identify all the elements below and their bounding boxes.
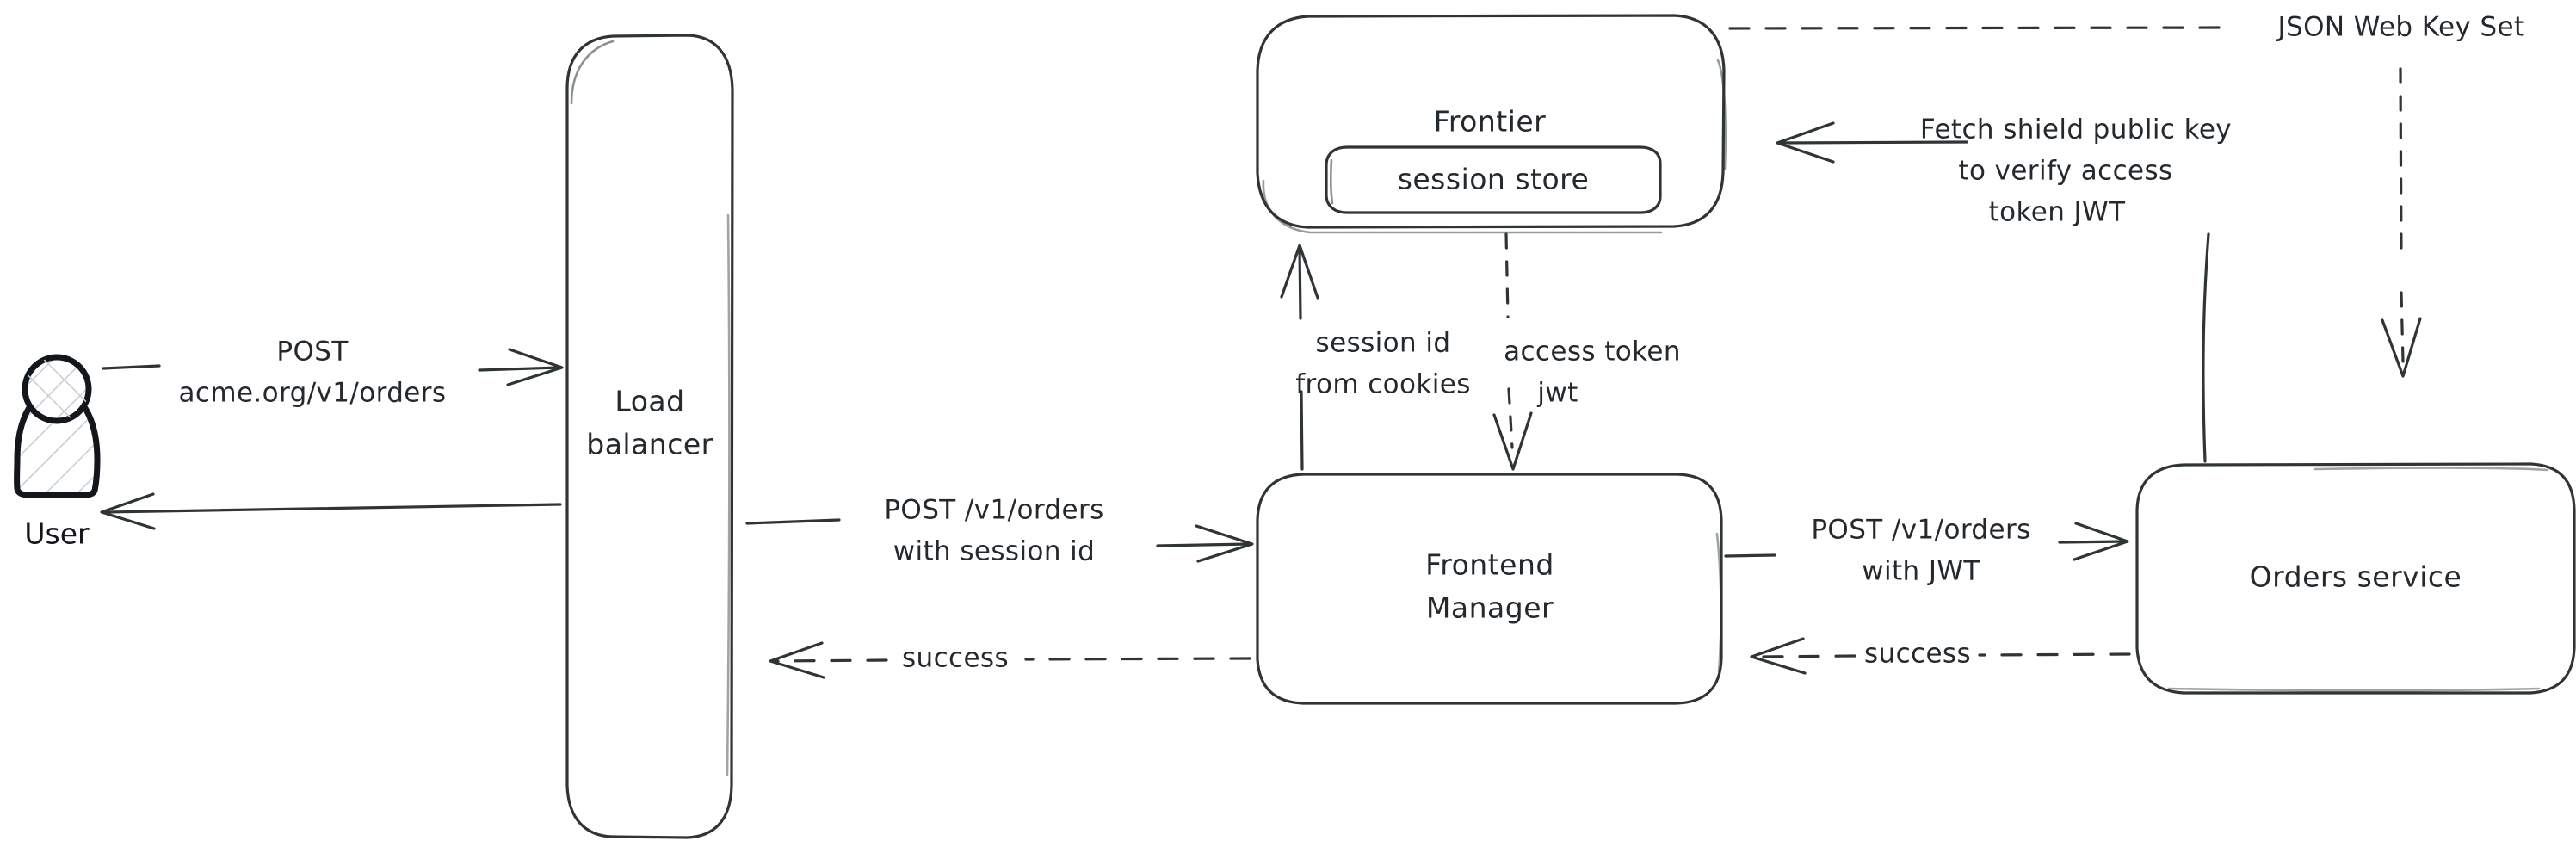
edge-fm-to-orders-label-line1: POST /v1/orders xyxy=(1811,515,2030,546)
edge-frontend-manager-to-orders xyxy=(1724,522,2129,561)
edge-lb-to-fm-label-line1: POST /v1/orders xyxy=(884,495,1103,526)
user-label: User xyxy=(24,517,90,551)
edge-user-to-lb-label-line1: POST xyxy=(276,337,349,368)
edge-frontend-manager-to-lb xyxy=(769,641,1251,679)
user-person-icon xyxy=(14,354,101,498)
frontend-manager-label-line1: Frontend xyxy=(1425,548,1554,582)
edge-user-to-lb-label-line2: acme.org/v1/orders xyxy=(179,378,447,409)
frontend-manager-node[interactable] xyxy=(1256,473,1723,705)
orders-service-node[interactable] xyxy=(2135,462,2576,695)
edge-frontier-to-fm-label-line1: access token xyxy=(1504,337,1681,368)
load-balancer-label-line1: Load xyxy=(615,385,684,418)
edge-orders-to-frontier-label-line3: token JWT xyxy=(1989,197,2127,228)
edge-frontier-to-orders-label: JSON Web Key Set xyxy=(2276,12,2524,43)
edge-orders-to-frontier-label-line2: to verify access xyxy=(1958,156,2172,187)
session-store-node[interactable] xyxy=(1325,145,1662,214)
frontier-label: Frontier xyxy=(1434,105,1547,139)
edge-orders-to-fm-label: success xyxy=(1864,639,1971,670)
edge-fm-to-lb-label: success xyxy=(902,643,1009,674)
edge-lb-to-fm-label-line2: with session id xyxy=(893,536,1096,567)
edge-user-to-load-balancer xyxy=(102,348,564,386)
edge-frontier-to-frontend-manager xyxy=(1492,232,1533,471)
edge-fm-to-orders-label-line2: with JWT xyxy=(1862,556,1980,587)
edge-frontier-to-fm-label-line2: jwt xyxy=(1536,378,1578,409)
load-balancer-label-line2: balancer xyxy=(586,428,713,461)
edge-load-balancer-to-user xyxy=(100,492,562,530)
edge-orders-to-frontier-label-line1: Fetch shield public key xyxy=(1920,114,2232,145)
load-balancer-node[interactable] xyxy=(565,34,734,839)
edge-orders-to-frontier xyxy=(1776,121,2210,463)
edge-orders-to-frontend-manager xyxy=(1750,637,2131,675)
session-store-label: session store xyxy=(1398,163,1590,196)
orders-service-label: Orders service xyxy=(2250,560,2462,594)
edge-frontier-to-orders xyxy=(1728,26,2422,378)
edge-frontend-manager-to-frontier xyxy=(1280,244,1319,471)
edge-fm-to-frontier-label-line2: from cookies xyxy=(1295,369,1471,400)
edge-lb-to-frontend-manager xyxy=(745,518,1254,563)
frontend-manager-label-line2: Manager xyxy=(1426,591,1554,625)
edge-fm-to-frontier-label-line1: session id xyxy=(1316,328,1451,359)
